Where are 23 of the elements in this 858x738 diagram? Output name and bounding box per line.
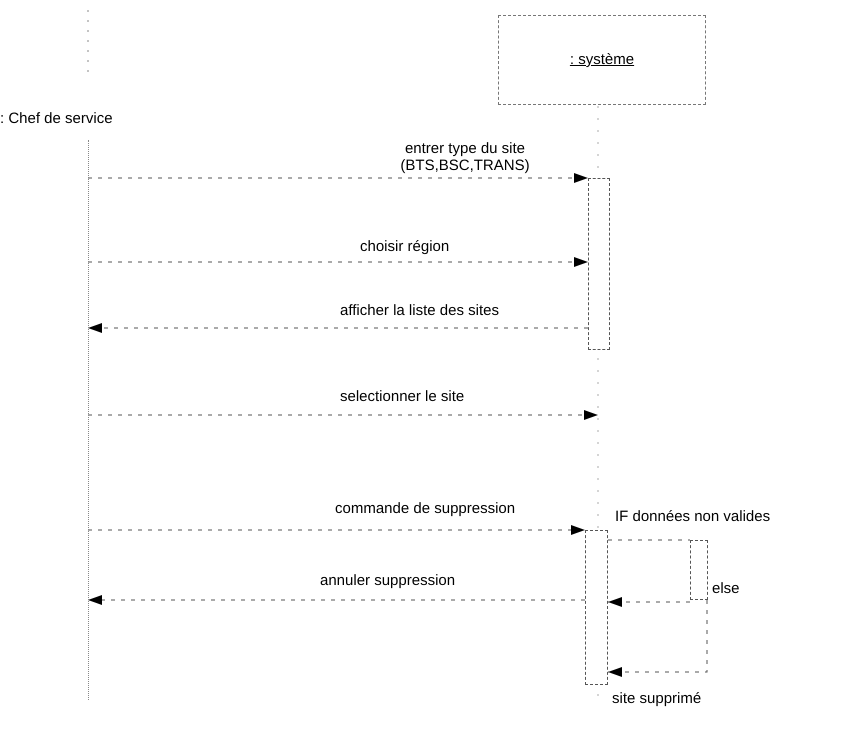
- message-label: selectionner le site: [340, 388, 464, 405]
- message-label: site supprimé: [612, 690, 702, 707]
- message-arrow: [608, 600, 708, 677]
- message-label: choisir région: [360, 238, 450, 255]
- message-arrow: [88, 595, 586, 605]
- message-label: commande de suppression: [335, 500, 516, 517]
- message-arrow: [88, 525, 586, 535]
- activation-bar: [588, 178, 610, 350]
- message-arrow: [88, 410, 598, 420]
- message-label: annuler suppression: [320, 572, 456, 589]
- message-arrow: [88, 257, 588, 267]
- message-arrow: [88, 173, 588, 183]
- guard-label: else: [712, 580, 740, 597]
- activation-bar: [585, 530, 608, 685]
- message-arrow: [88, 323, 588, 333]
- object-box: [498, 15, 706, 105]
- actor-name: : Chef de service: [0, 110, 113, 127]
- message-label: entrer type du site (BTS,BSC,TRANS): [399, 140, 531, 174]
- message-label: afficher la liste des sites: [340, 302, 499, 319]
- message-label: IF données non valides: [615, 508, 770, 525]
- activation-bar: [690, 540, 708, 600]
- message-arrow: [608, 597, 690, 607]
- object-name: : système: [568, 51, 636, 68]
